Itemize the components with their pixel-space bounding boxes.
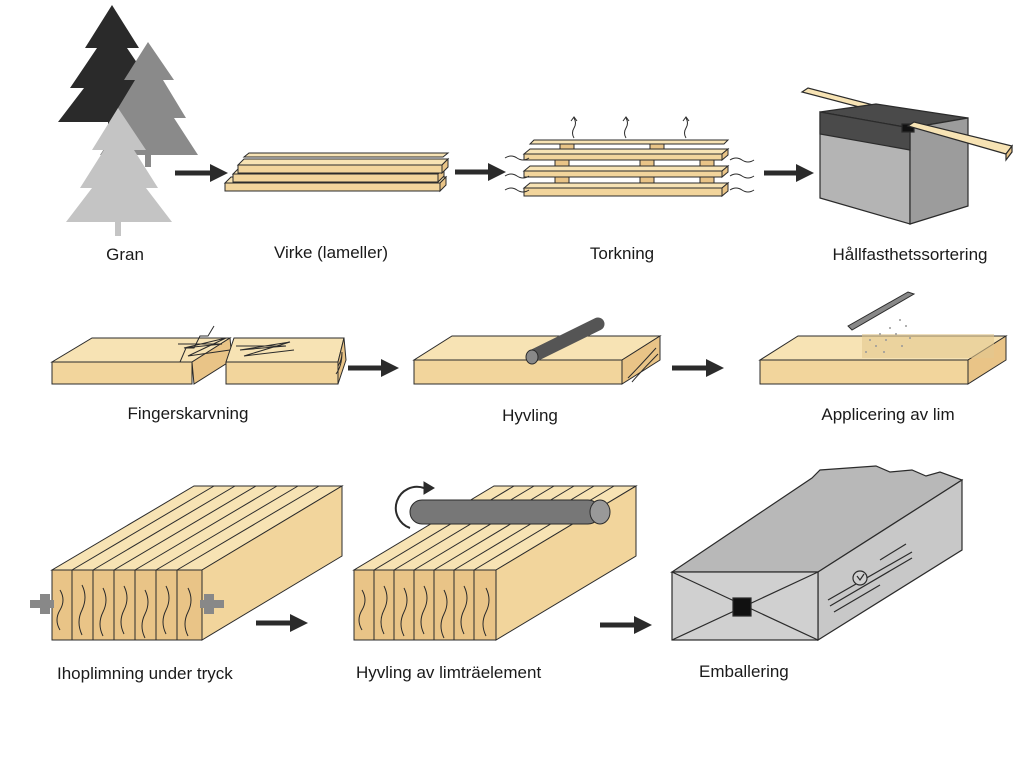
step-label-gran: Gran <box>106 245 144 264</box>
arrow-right-icon <box>764 164 814 182</box>
step-label-fingerskarvning: Fingerskarvning <box>127 404 249 423</box>
planing-illustration <box>412 317 662 385</box>
grading-machine-illustration <box>800 87 1014 225</box>
step-label-torkning: Torkning <box>589 244 655 263</box>
step-label-applicering-av-lim: Applicering av lim <box>821 405 955 424</box>
drying-stack-illustration <box>522 139 730 198</box>
lamellae-boards-illustration <box>223 152 450 193</box>
finger-joint-illustration <box>50 325 347 385</box>
step-label-emballering: Emballering <box>699 662 789 681</box>
step-label-hyvling: Hyvling <box>502 406 558 425</box>
glue-application-illustration <box>758 291 1008 385</box>
clamped-glulam-illustration <box>30 485 344 641</box>
steam-icon <box>504 116 755 193</box>
step-label-virke: Virke (lameller) <box>274 243 388 262</box>
arrow-right-icon <box>348 359 399 377</box>
spruce-trees-icon <box>58 5 198 236</box>
step-label-hallfasthetssortering: Hållfasthetssortering <box>832 245 988 264</box>
arrow-right-icon <box>672 359 724 377</box>
step-label-ihoplimning: Ihoplimning under tryck <box>57 664 233 683</box>
arrow-right-icon <box>455 163 506 181</box>
arrow-right-icon <box>175 164 228 182</box>
arrow-right-icon <box>600 616 652 634</box>
glulam-planing-illustration <box>352 481 638 641</box>
wrapped-package-illustration <box>670 465 964 642</box>
step-label-hyvling-limtraelement: Hyvling av limträelement <box>356 663 542 682</box>
arrow-right-icon <box>256 614 308 632</box>
